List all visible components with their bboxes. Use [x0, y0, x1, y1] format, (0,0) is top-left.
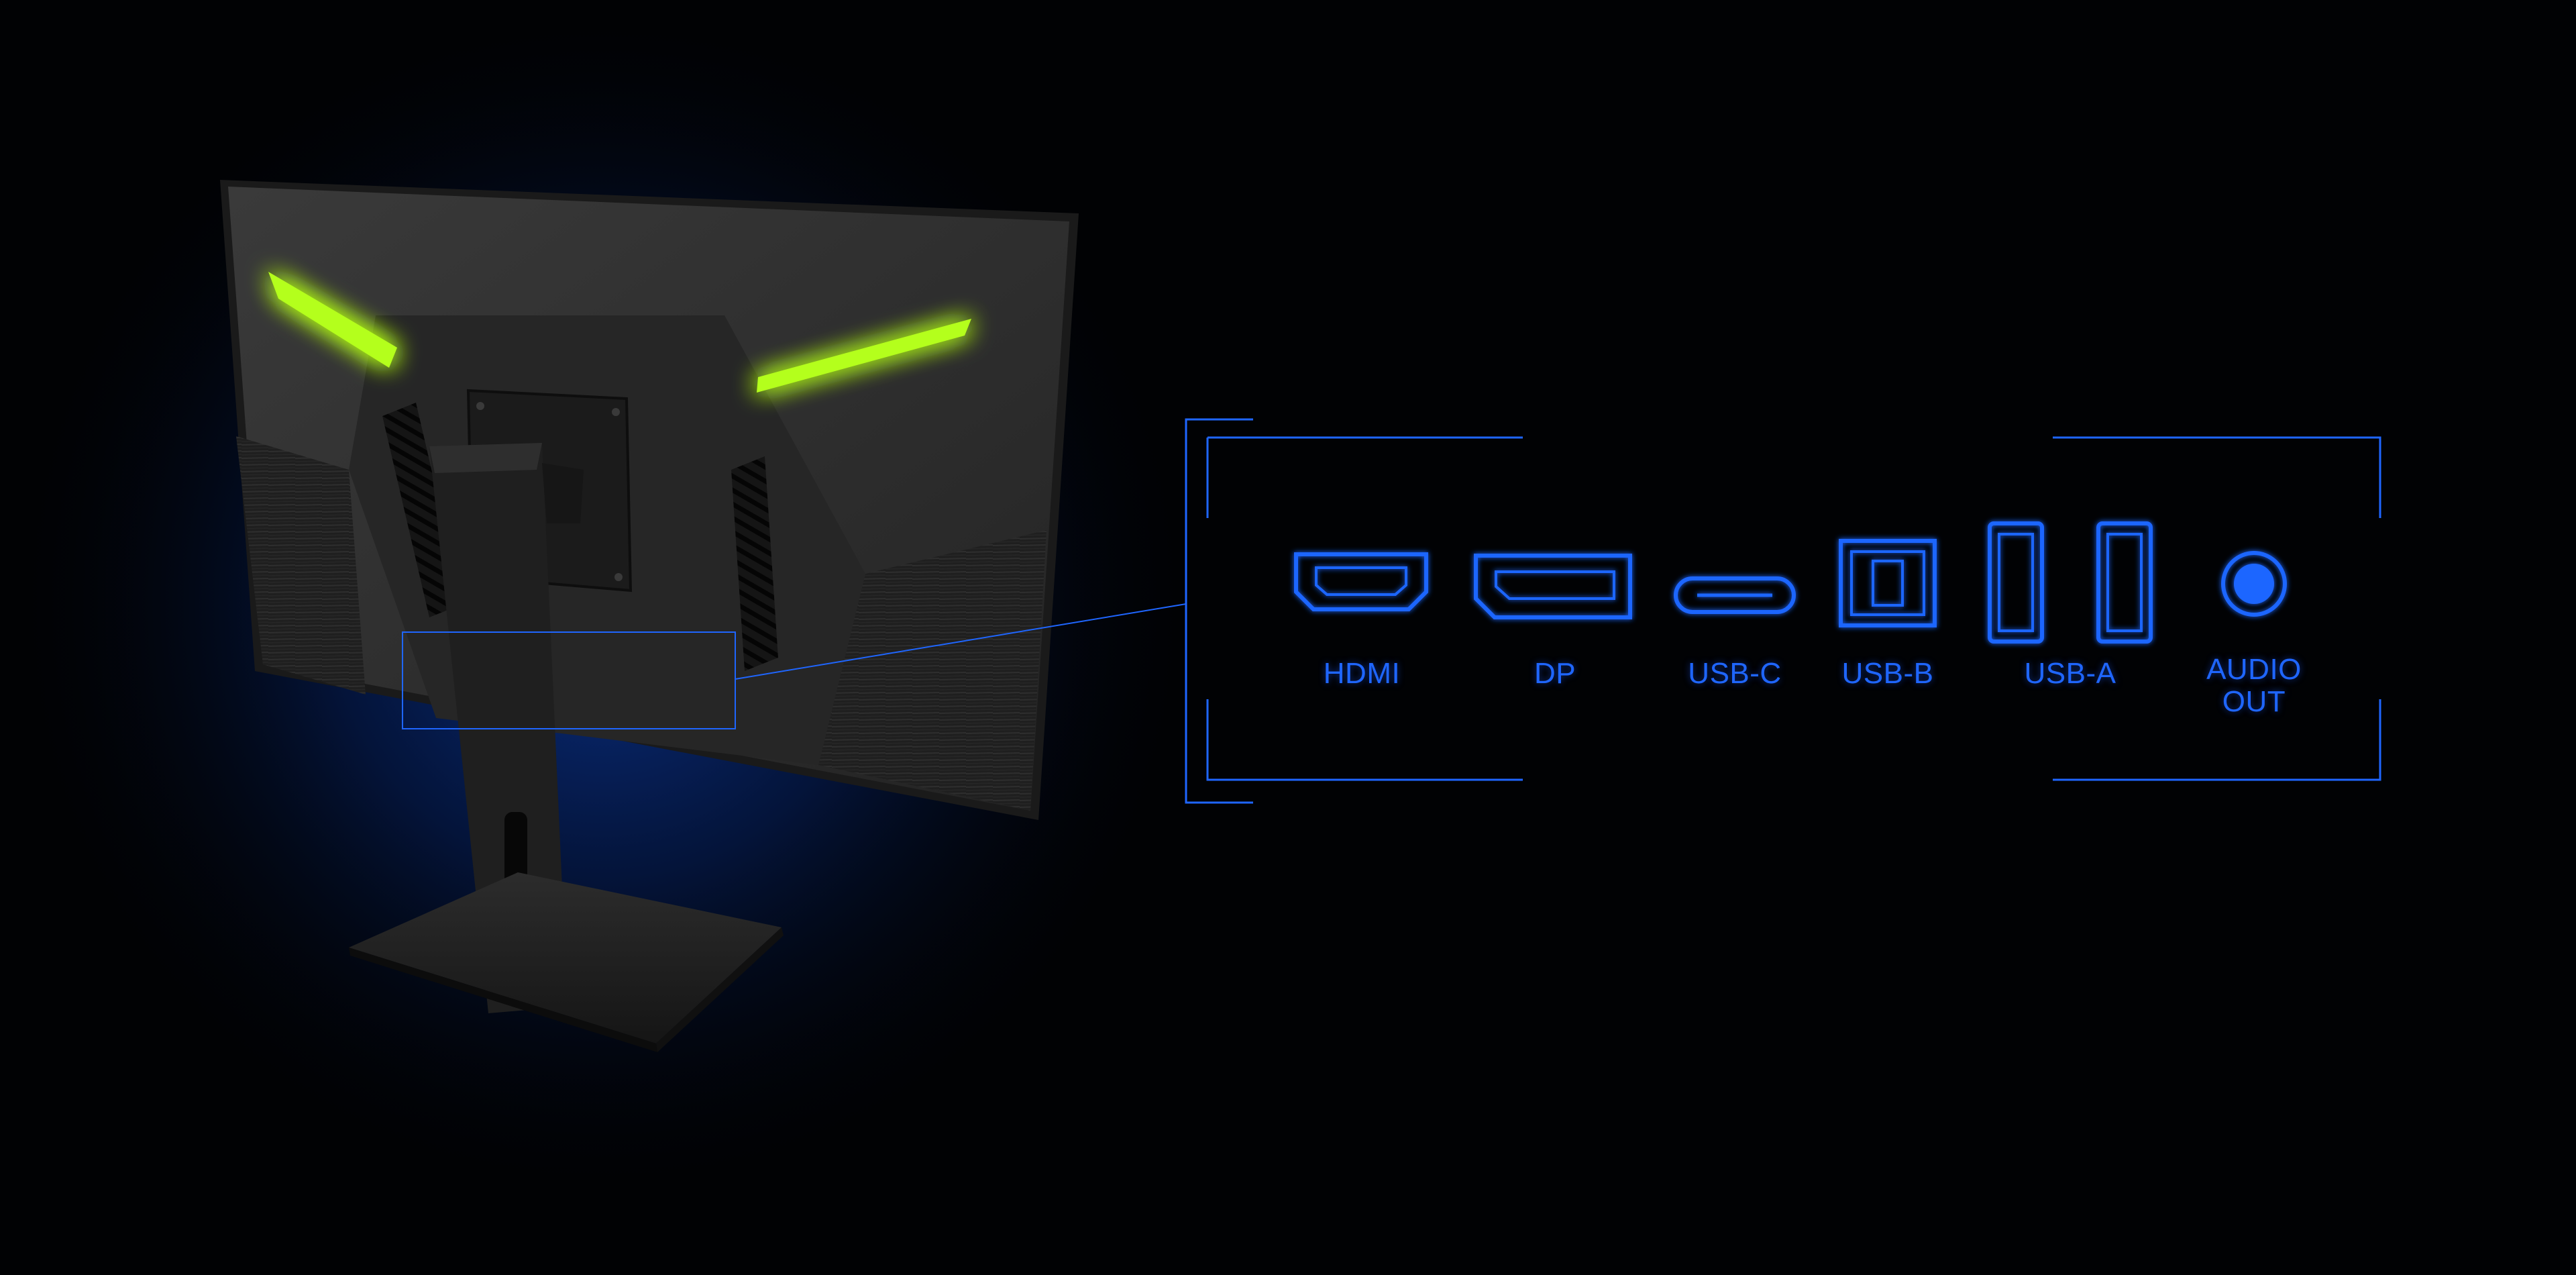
port-label-dp: DP — [1534, 657, 1576, 690]
callout-bracket — [1185, 418, 1253, 804]
brushed-panel-left — [236, 436, 366, 695]
callout-highlight-box — [402, 631, 736, 729]
port-label-audio-out: AUDIO OUT — [2206, 653, 2302, 718]
stand-base — [349, 872, 782, 1043]
audio-jack-icon — [2221, 551, 2287, 617]
displayport-icon — [1474, 554, 1632, 619]
port-label-usb-a: USB-A — [2024, 657, 2116, 690]
port-label-usb-c: USB-C — [1688, 657, 1782, 690]
vent-right — [731, 456, 778, 671]
brushed-panel-right — [818, 530, 1046, 811]
cable-hole — [504, 812, 527, 886]
led-strip-left — [268, 272, 397, 368]
usb-c-port-icon — [1674, 576, 1796, 614]
usb-b-port-icon — [1839, 539, 1937, 627]
port-label-hdmi: HDMI — [1323, 657, 1401, 690]
usb-a-port-icon — [1988, 521, 2153, 644]
port-label-usb-b: USB-B — [1841, 657, 1934, 690]
led-strip-right — [757, 319, 971, 393]
callout-connector-line — [735, 603, 1187, 680]
hdmi-port-icon — [1294, 552, 1428, 611]
